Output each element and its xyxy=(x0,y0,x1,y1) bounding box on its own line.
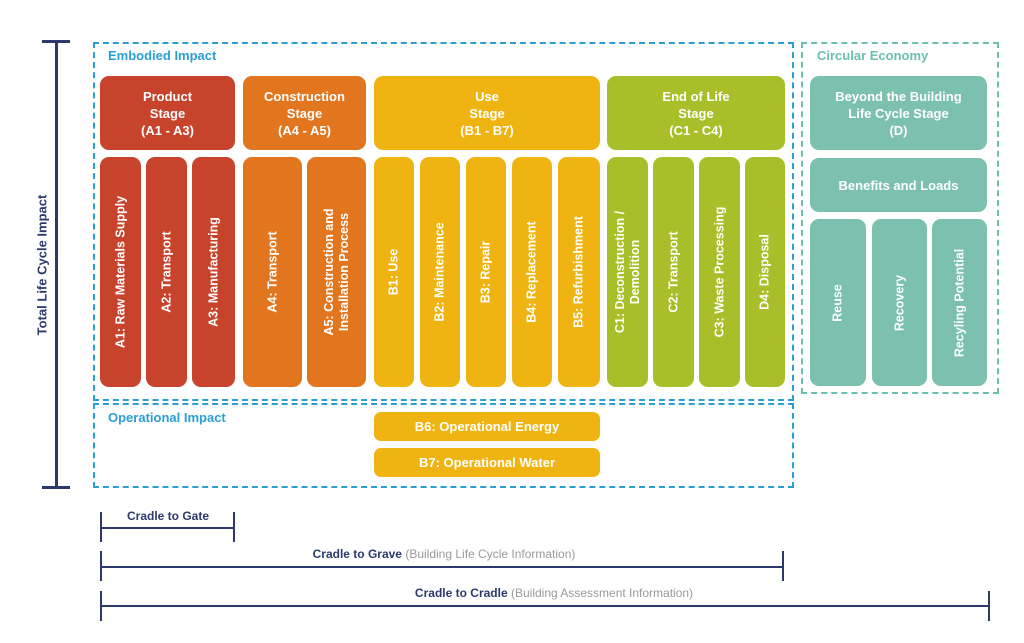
operational-impact-label: Operational Impact xyxy=(108,410,226,425)
module-a2: A2: Transport xyxy=(146,157,187,387)
module-a4: A4: Transport xyxy=(243,157,302,387)
module-d4: D4: Disposal xyxy=(745,157,785,387)
module-b6: B6: Operational Energy xyxy=(374,412,600,441)
module-b5: B5: Refurbishment xyxy=(558,157,600,387)
module-b7: B7: Operational Water xyxy=(374,448,600,477)
module-b3: B3: Repair xyxy=(466,157,506,387)
cradle-to-cradle-line xyxy=(100,605,990,607)
axis-tick-top xyxy=(42,40,70,43)
range-tick xyxy=(100,591,102,621)
end-of-life-stage-header: End of Life Stage (C1 - C4) xyxy=(607,76,785,150)
module-recovery: Recovery xyxy=(872,219,927,386)
range-tick xyxy=(100,512,102,542)
module-a1: A1: Raw Materials Supply xyxy=(100,157,141,387)
cradle-to-grave-label: Cradle to Grave (Building Life Cycle Inf… xyxy=(312,547,576,561)
range-tick xyxy=(782,551,784,581)
cradle-to-gate-label: Cradle to Gate xyxy=(126,509,210,523)
module-b1: B1: Use xyxy=(374,157,414,387)
use-stage-header: Use Stage (B1 - B7) xyxy=(374,76,600,150)
product-stage-header: Product Stage (A1 - A3) xyxy=(100,76,235,150)
beyond-building-header: Beyond the Building Life Cycle Stage (D) xyxy=(810,76,987,150)
embodied-impact-label: Embodied Impact xyxy=(108,48,217,63)
module-b4: B4: Replacement xyxy=(512,157,552,387)
operational-impact-box xyxy=(93,403,794,488)
axis-line xyxy=(55,40,58,489)
axis-label: Total Life Cycle Impact xyxy=(34,194,50,336)
circular-economy-box xyxy=(801,42,999,394)
axis-tick-bottom xyxy=(42,486,70,489)
cradle-to-grave-line xyxy=(100,566,784,568)
benefits-and-loads: Benefits and Loads xyxy=(810,158,987,212)
module-b2: B2: Maintenance xyxy=(420,157,460,387)
circular-economy-label: Circular Economy xyxy=(817,48,929,63)
module-recycling-potential: Recyling Potential xyxy=(932,219,987,386)
range-tick xyxy=(233,512,235,542)
module-c2: C2: Transport xyxy=(653,157,694,387)
module-c1: C1: Deconstruction / Demolition xyxy=(607,157,648,387)
module-reuse: Reuse xyxy=(810,219,866,386)
module-a3: A3: Manufacturing xyxy=(192,157,235,387)
range-tick xyxy=(988,591,990,621)
module-c3: C3: Waste Processing xyxy=(699,157,740,387)
construction-stage-header: Construction Stage (A4 - A5) xyxy=(243,76,366,150)
cradle-to-cradle-label: Cradle to Cradle (Building Assessment In… xyxy=(414,586,694,600)
range-tick xyxy=(100,551,102,581)
cradle-to-gate-line xyxy=(100,527,234,529)
module-a5: A5: Construction and Installation Proces… xyxy=(307,157,366,387)
embodied-impact-box xyxy=(93,42,794,401)
